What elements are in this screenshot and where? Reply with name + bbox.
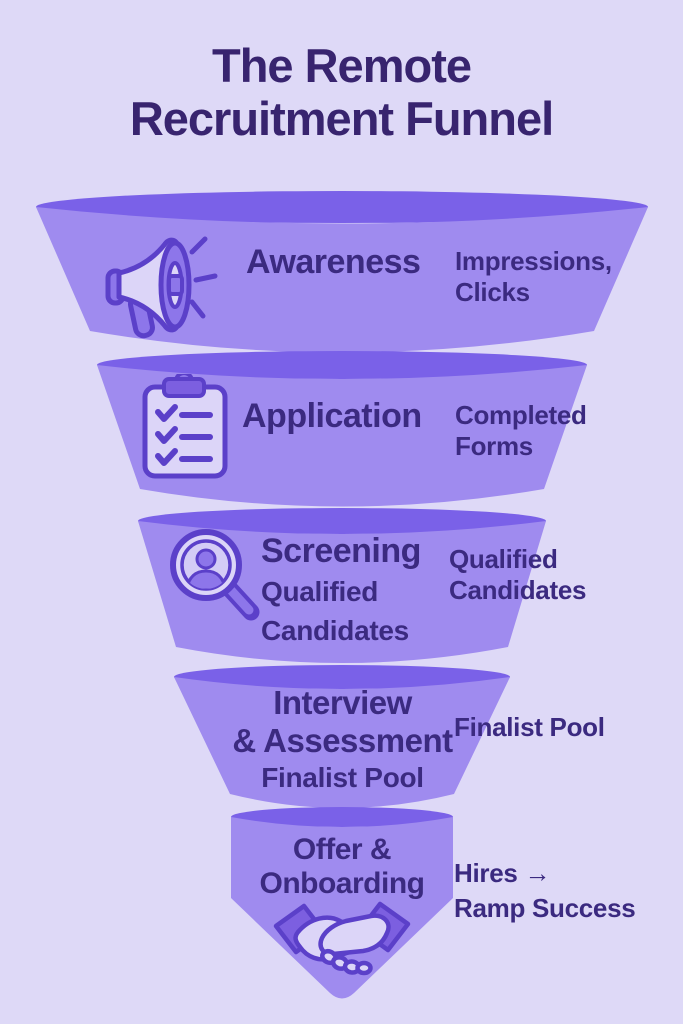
megaphone-icon — [105, 236, 218, 339]
handshake-icon — [273, 901, 411, 976]
stage-application-label: Application — [242, 397, 422, 435]
funnel-tier-offer — [231, 817, 453, 999]
stage-screening-label: Screening — [261, 532, 421, 570]
application-metric-line1: Completed — [455, 400, 587, 430]
funnel-rim-awareness — [36, 191, 648, 223]
stage-interview-sublabel: Finalist Pool — [261, 762, 424, 793]
application-metric-line2: Forms — [455, 431, 533, 462]
clipboard-checklist-icon — [142, 374, 228, 479]
page-title: The Remote Recruitment Funnel — [0, 39, 683, 145]
stage-application-metric: Completed Forms — [455, 400, 587, 462]
offer-label-line2: Onboarding — [259, 866, 425, 900]
stage-awareness-label: Awareness — [246, 243, 421, 281]
funnel-rim-application — [97, 351, 587, 379]
interview-label-line1: Interview — [273, 684, 412, 721]
stage-screening-sublabel: Qualified Candidates — [261, 573, 409, 650]
stage-screening-metric: Qualified Candidates — [449, 544, 586, 606]
screening-metric-line2: Candidates — [449, 575, 587, 606]
screening-sublabel-line1: Qualified — [261, 576, 379, 607]
offer-metric-line2: Ramp Success — [454, 893, 636, 924]
screening-metric-line1: Qualified — [449, 544, 558, 574]
awareness-metric-line2: Clicks — [455, 277, 530, 308]
funnel-rim-interview — [174, 665, 510, 689]
offer-label-line1: Offer & — [292, 833, 392, 866]
funnel-rim-offer — [231, 807, 453, 827]
stage-interview-label: Interview & Assessment — [175, 684, 510, 759]
awareness-metric-line1: Impressions, — [455, 246, 612, 276]
offer-metric-line1: Hires → — [454, 858, 551, 888]
funnel-tier-awareness — [36, 207, 648, 353]
magnifier-candidate-icon — [170, 529, 260, 621]
page-title-line1: The Remote — [212, 39, 472, 92]
screening-sublabel-line2: Candidates — [261, 614, 409, 646]
funnel-rim-screening — [138, 508, 546, 534]
funnel-tier-interview — [174, 677, 510, 808]
stage-offer-metric: Hires → Ramp Success — [454, 856, 636, 926]
stage-offer-label: Offer & Onboarding — [210, 833, 474, 901]
stage-interview-metric: Finalist Pool — [454, 712, 605, 742]
page-title-line2: Recruitment Funnel — [129, 91, 554, 145]
interview-label-line2: & Assessment — [232, 721, 453, 759]
stage-awareness-metric: Impressions, Clicks — [455, 246, 612, 308]
